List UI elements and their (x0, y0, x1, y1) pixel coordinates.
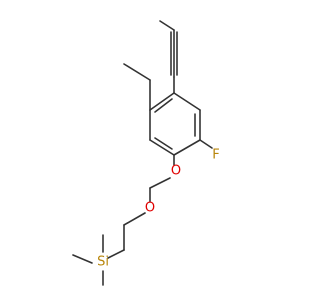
bond-silicon-methyl-left (72, 254, 93, 264)
bond-oxygen-ch2 (149, 177, 171, 189)
bond-ring-c1-c2 (173, 92, 201, 111)
bond-ring-c6-c1-inner (154, 98, 173, 113)
bond-ethylene-silicon (107, 249, 125, 259)
bond-ring-c3-c4 (173, 139, 201, 156)
bond-oxygen-ethylene (123, 212, 146, 226)
bond-ethyl-ch3 (123, 63, 151, 81)
atom-label-silicon: Si (97, 255, 109, 270)
molecule-diagram: F O O Si (72, 20, 220, 286)
bond-ring-c6-c1 (149, 92, 175, 111)
bond-ring-fluorine (199, 139, 213, 149)
atom-label-fluorine: F (212, 148, 219, 163)
atom-label-oxygen-aryl: O (171, 164, 181, 179)
bond-propynyl-methyl (159, 20, 175, 31)
atom-label-oxygen-alkyl: O (145, 201, 155, 216)
bond-ring-c4-c5-inner (154, 137, 173, 150)
bond-ring-c4-c5 (149, 139, 175, 156)
structure-canvas: F O O Si (72, 20, 220, 286)
